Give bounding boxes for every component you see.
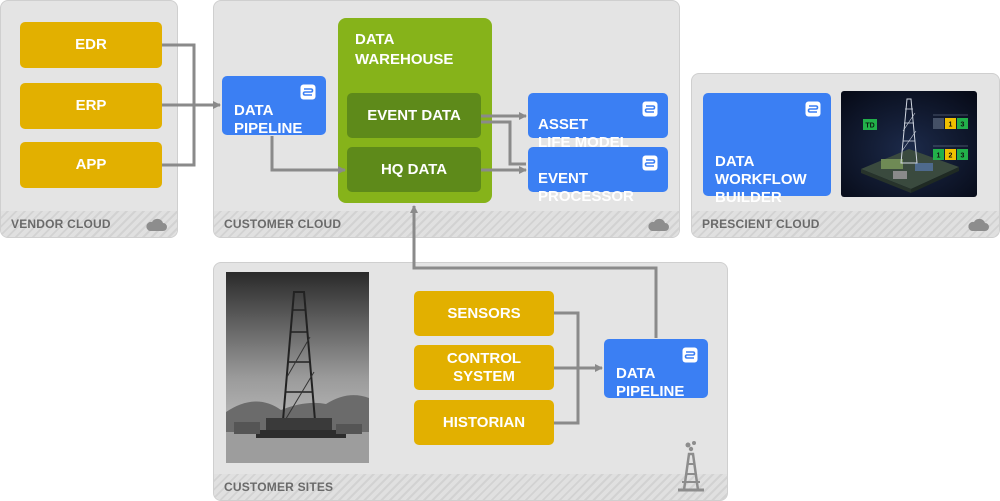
asset-life-model-box: ASSET LIFE MODEL [528,93,668,151]
erp-box: ERP [20,83,162,129]
data-warehouse-title: DATA WAREHOUSE [355,31,454,68]
data-workflow-builder-label: DATA WORKFLOW BUILDER [715,153,807,206]
data-pipeline-cloud-label: DATA PIPELINE [234,102,303,137]
app-box: APP [20,142,162,188]
event-processor-label: EVENT PROCESSOR [538,170,634,205]
pipeline-icon [642,155,658,171]
prescient-cloud-label: PRESCIENT CLOUD [702,217,820,231]
oil-derrick-icon [678,441,704,492]
hq-data-box: HQ DATA [347,147,481,192]
prescient-cloud-footer [692,211,999,237]
svg-text:1: 1 [937,153,941,160]
svg-text:1: 1 [949,122,953,129]
event-data-box: EVENT DATA [347,93,481,138]
sensors-box: SENSORS [414,291,554,336]
asset-life-model-label: ASSET LIFE MODEL [538,116,629,151]
customer-sites-footer [214,474,727,500]
customer-cloud-label: CUSTOMER CLOUD [224,217,342,231]
cloud-icon [648,218,669,231]
historian-box: HISTORIAN [414,400,554,445]
pipeline-icon [682,347,698,363]
svg-text:2: 2 [949,153,953,160]
svg-text:TD: TD [865,123,874,130]
event-processor-box: EVENT PROCESSOR [528,147,668,205]
data-workflow-builder-box: DATA WORKFLOW BUILDER [703,93,831,206]
cloud-icon [146,218,167,231]
svg-text:3: 3 [961,153,965,160]
vendor-cloud-label: VENDOR CLOUD [11,217,111,231]
svg-text:3: 3 [961,122,965,129]
data-pipeline-site-box: DATA PIPELINE [604,339,708,400]
control-system-box: CONTROL SYSTEM [414,345,554,390]
customer-cloud-footer [214,211,679,237]
pipeline-icon [642,101,658,117]
data-pipeline-cloud-box: DATA PIPELINE [222,76,326,137]
edr-box: EDR [20,22,162,68]
drilling-rig-photo [226,272,369,463]
data-pipeline-site-label: DATA PIPELINE [616,365,685,400]
pipeline-icon [805,101,821,117]
customer-sites-label: CUSTOMER SITES [224,480,334,494]
pipeline-icon [300,84,316,100]
rig-dashboard-image: TD 1 3 1 2 3 [841,91,977,197]
cloud-icon [968,218,989,231]
